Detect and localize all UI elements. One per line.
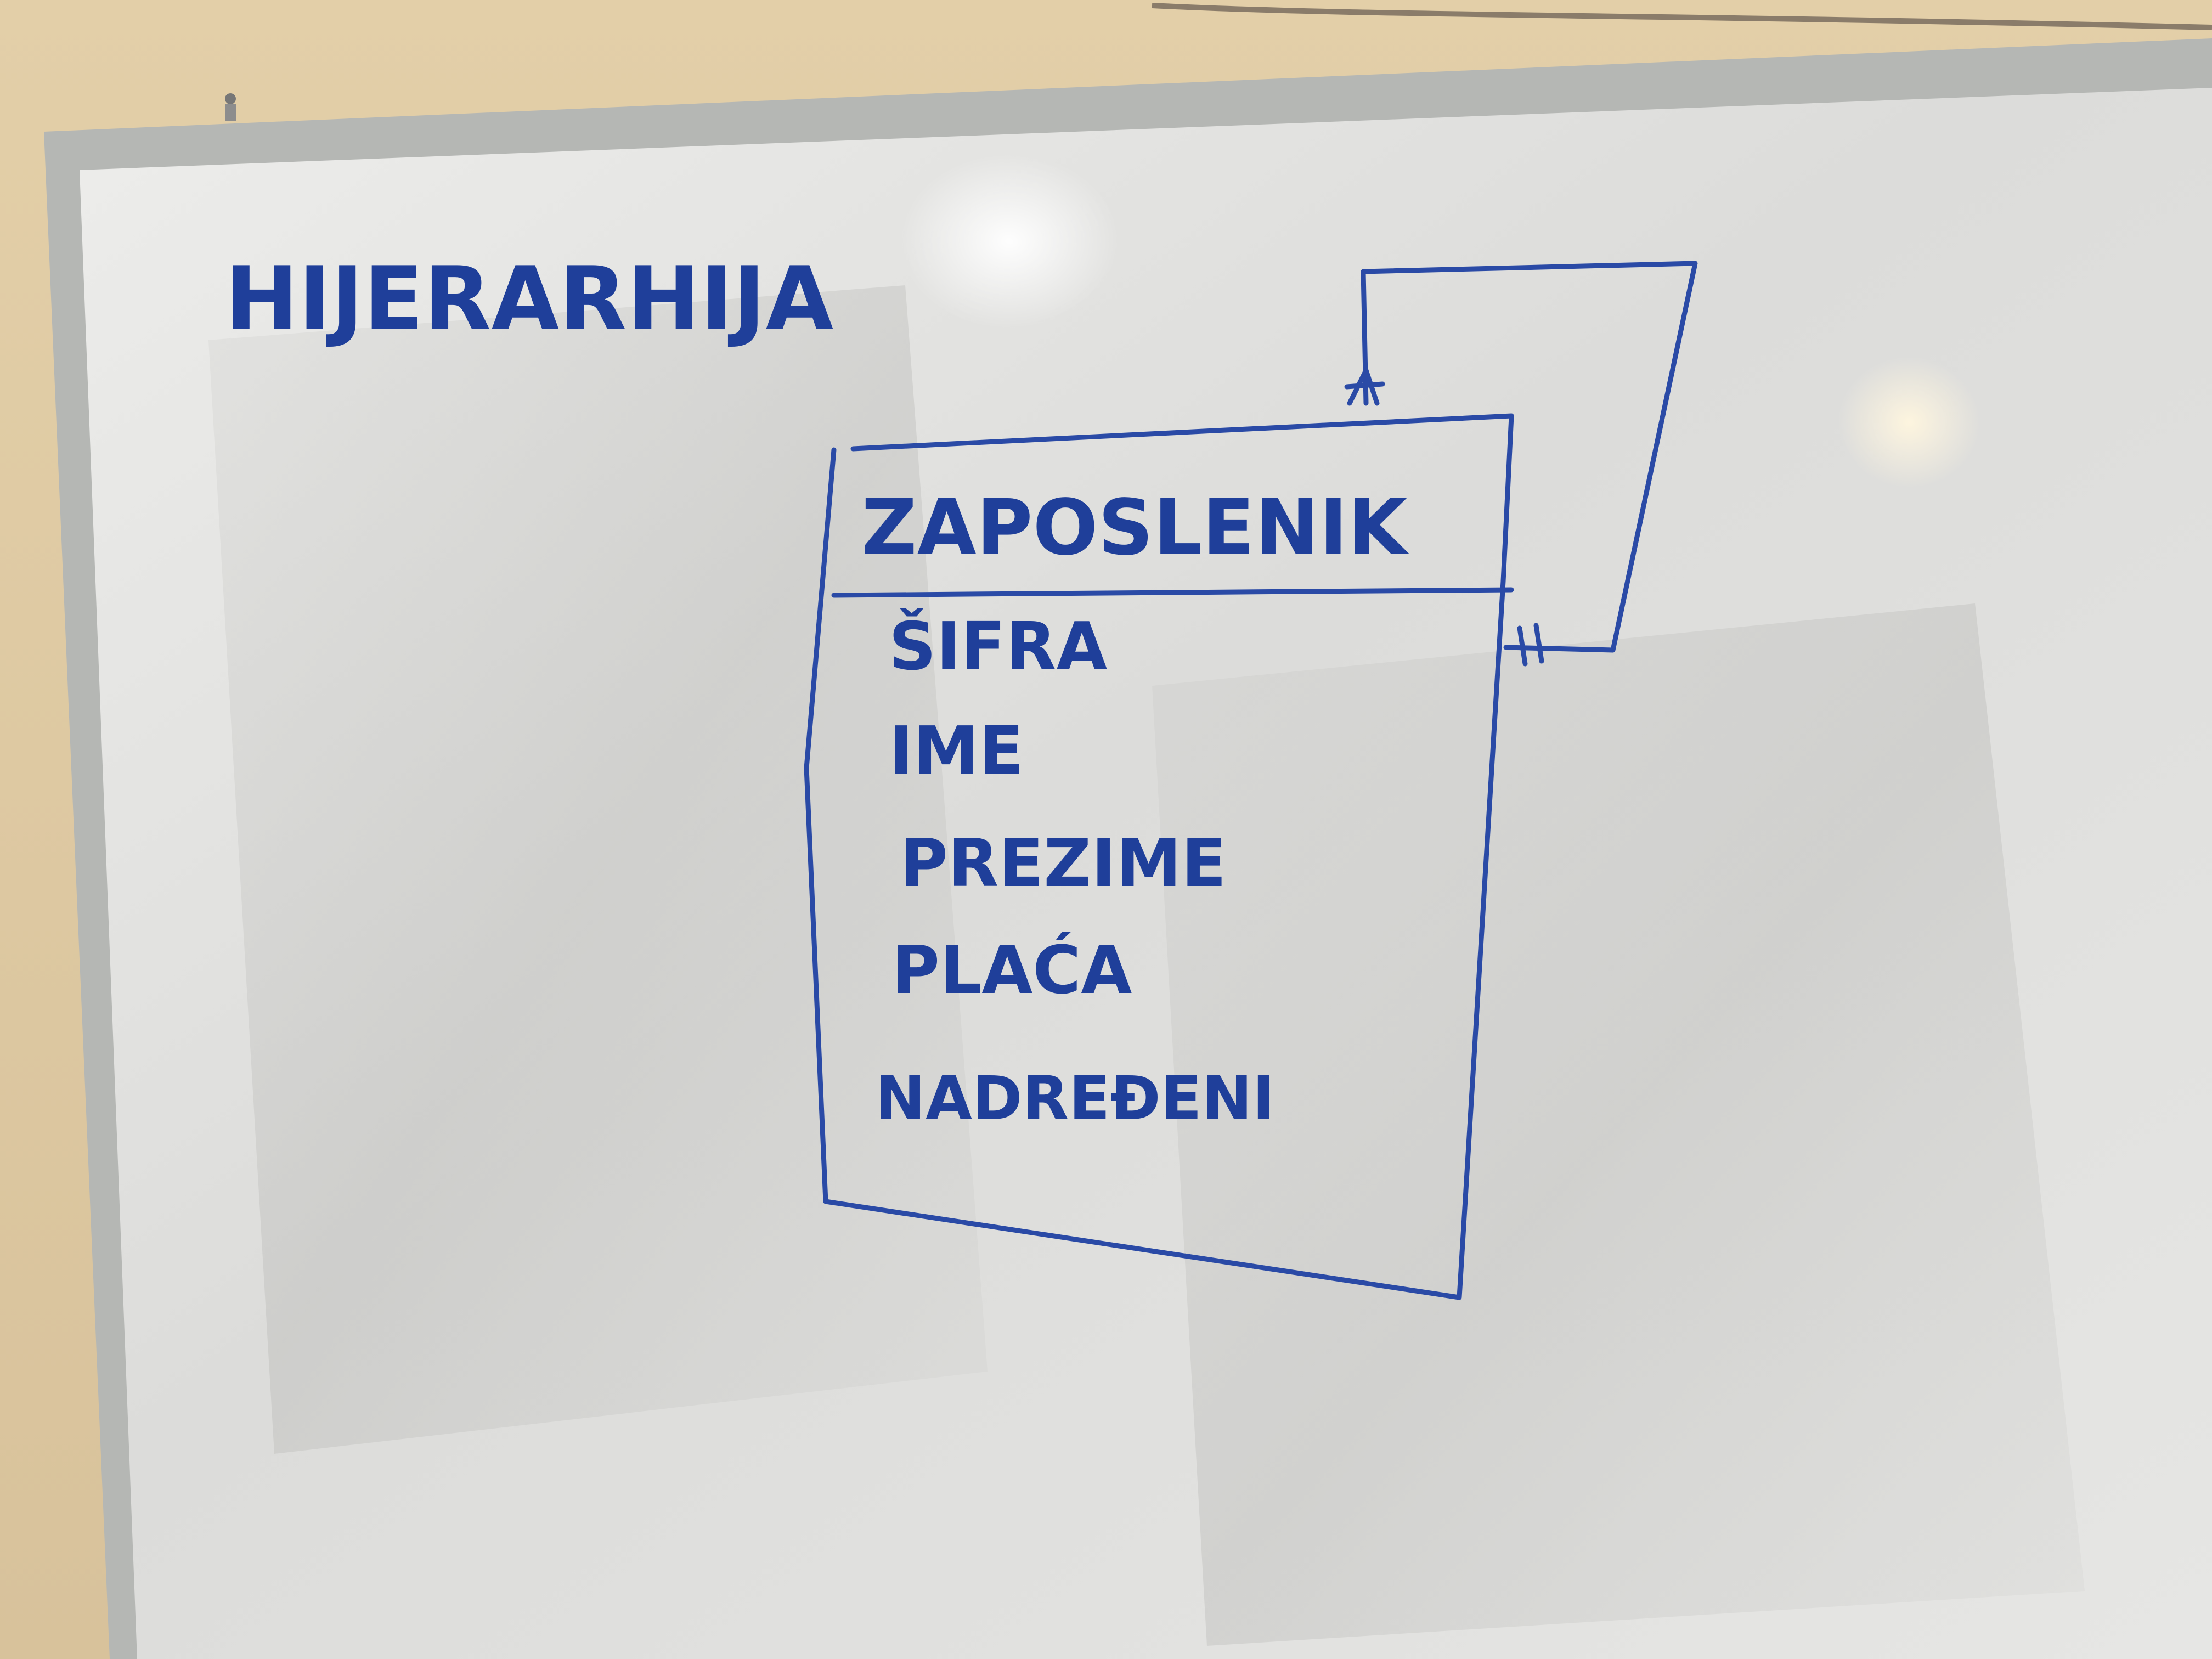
- light-glare: [1838, 357, 1980, 488]
- wall-hook-icon: [225, 93, 236, 121]
- attribute-prezime: PREZIME: [900, 826, 1226, 902]
- smudge: [1152, 603, 2085, 1646]
- attribute-ime: IME: [889, 713, 1024, 789]
- attribute-placa: PLAĆA: [891, 932, 1132, 1009]
- entity-header-divider: [831, 587, 1514, 598]
- rope-decoration: [1152, 3, 2212, 30]
- light-glare: [900, 154, 1119, 329]
- recursive-relationship-line: [1361, 261, 1698, 653]
- entity-name: ZAPOSLENIK: [861, 483, 1409, 573]
- crows-foot-icon: [1344, 368, 1385, 406]
- attribute-sifra: ŠIFRA: [889, 608, 1107, 685]
- attribute-nadredeni: NADREĐENI: [875, 1063, 1275, 1133]
- entity-box: [804, 413, 1514, 1300]
- smudge: [208, 285, 988, 1454]
- heading-text: HIJERARHIJA: [225, 247, 833, 350]
- one-mandatory-icon: [1517, 623, 1544, 667]
